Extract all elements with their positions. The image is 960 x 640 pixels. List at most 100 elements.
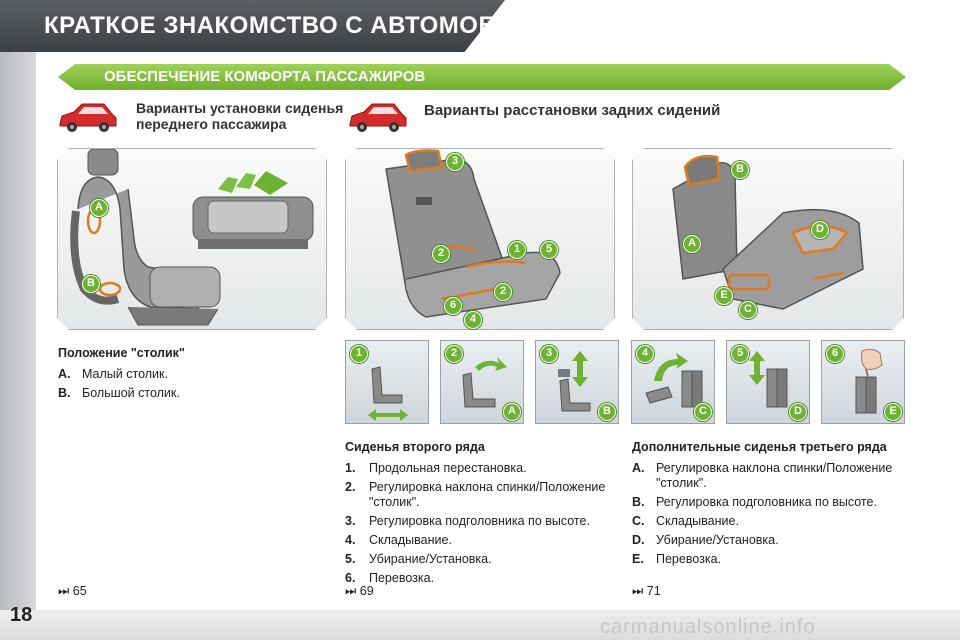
step-5-drawing bbox=[749, 351, 788, 408]
second-row-seat-drawing bbox=[346, 149, 616, 331]
list-item-key: B. bbox=[632, 495, 645, 509]
section-banner-title: ОБЕСПЕЧЕНИЕ КОМФОРТА ПАССАЖИРОВ bbox=[104, 68, 426, 85]
seat-label-b-badge: B bbox=[731, 161, 749, 179]
list-item: 2. Регулировка наклона спинки/Положение … bbox=[345, 480, 617, 510]
book-reference-icon: ⏭ bbox=[345, 584, 357, 598]
list-item-key: 3. bbox=[345, 514, 356, 528]
second-row-description: Сиденья второго ряда 1. Продольная перес… bbox=[345, 440, 617, 590]
step-number-badge: 5 bbox=[731, 345, 749, 363]
front-seat-drawing bbox=[58, 149, 328, 331]
seat-label-4-badge: 4 bbox=[464, 311, 482, 329]
step-thumbnail-5: 5 D bbox=[726, 340, 810, 424]
second-row-seat-illustration: 3 2 1 5 2 6 4 bbox=[345, 148, 615, 330]
seat-label-3-badge: 3 bbox=[446, 153, 464, 171]
list-item-key: 1. bbox=[345, 461, 356, 475]
list-item-key: D. bbox=[632, 533, 645, 547]
seat-label-a-badge: A bbox=[90, 199, 108, 217]
step-letter-badge: C bbox=[694, 403, 712, 421]
list-item-text: Убирание/Установка. bbox=[656, 533, 779, 547]
list-item-text: Убирание/Установка. bbox=[369, 552, 492, 566]
seat-label-c-badge: C bbox=[739, 301, 757, 319]
header-title-background bbox=[0, 0, 505, 52]
step-number-badge: 3 bbox=[540, 345, 558, 363]
step-1-drawing bbox=[368, 366, 408, 421]
left-margin-bar bbox=[0, 52, 36, 640]
step-thumbnail-4: 4 C bbox=[631, 340, 715, 424]
list-item: C. Складывание. bbox=[632, 514, 906, 529]
list-item-text: Большой столик. bbox=[82, 386, 180, 400]
list-item: A. Регулировка наклона спинки/Положение … bbox=[632, 461, 906, 491]
list-item-text: Регулировка наклона спинки/Положение "ст… bbox=[656, 461, 893, 490]
step-letter-badge: B bbox=[598, 403, 616, 421]
step-3-drawing bbox=[558, 351, 591, 412]
step-4-drawing bbox=[645, 353, 703, 408]
watermark: carmanualsonline.info bbox=[600, 616, 816, 638]
step-number-badge: 2 bbox=[445, 345, 463, 363]
front-seat-title-line2: переднего пассажира bbox=[136, 116, 287, 132]
step-thumbnail-6: 6 E bbox=[821, 340, 905, 424]
book-reference-icon: ⏭ bbox=[632, 584, 644, 598]
car-icon bbox=[349, 103, 407, 132]
seat-label-2-badge: 2 bbox=[432, 245, 450, 263]
page-reference-number: 71 bbox=[646, 584, 661, 598]
third-row-seat-drawing bbox=[633, 149, 905, 331]
step-letter-badge: A bbox=[503, 403, 521, 421]
car-icon bbox=[59, 103, 117, 132]
page-number: 18 bbox=[10, 604, 33, 626]
list-item-key: 2. bbox=[345, 480, 356, 494]
list-item-text: Перевозка. bbox=[369, 571, 435, 585]
list-item-text: Малый столик. bbox=[82, 367, 168, 381]
seat-label-b-badge: B bbox=[82, 275, 100, 293]
step-letter-badge: D bbox=[789, 403, 807, 421]
front-seat-description: Положение "столик" A. Малый столик. B. Б… bbox=[58, 346, 328, 405]
front-seat-title-line1: Варианты установки сиденья bbox=[136, 100, 344, 116]
step-thumbnail-2: 2 A bbox=[440, 340, 524, 424]
seat-label-a-badge: A bbox=[683, 235, 701, 253]
list-item-text: Складывание. bbox=[656, 514, 739, 528]
list-item: 1. Продольная перестановка. bbox=[345, 461, 617, 476]
list-item-key: 4. bbox=[345, 533, 356, 547]
third-row-seat-illustration: B D A E C bbox=[632, 148, 904, 330]
list-item-text: Перевозка. bbox=[656, 552, 722, 566]
page-reference[interactable]: ⏭ 69 bbox=[345, 584, 374, 599]
list-item-key: 5. bbox=[345, 552, 356, 566]
list-item: E. Перевозка. bbox=[632, 552, 906, 567]
front-seat-title: Варианты установки сиденья переднего пас… bbox=[136, 100, 343, 132]
list-item: 5. Убирание/Установка. bbox=[345, 552, 617, 567]
step-number-badge: 6 bbox=[826, 345, 844, 363]
list-item: B. Регулировка подголовника по высоте. bbox=[632, 495, 906, 510]
list-item-text: Регулировка подголовника по высоте. bbox=[656, 495, 877, 509]
list-item-key: C. bbox=[632, 514, 645, 528]
list-item-key: 6. bbox=[345, 571, 356, 585]
step-number-badge: 1 bbox=[350, 345, 368, 363]
page-reference-number: 69 bbox=[359, 584, 374, 598]
list-item-text: Регулировка подголовника по высоте. bbox=[369, 514, 590, 528]
step-thumbnail-1: 1 bbox=[345, 340, 429, 424]
front-seat-heading: Положение "столик" bbox=[58, 346, 185, 360]
third-row-heading: Дополнительные сиденья третьего ряда bbox=[632, 440, 887, 454]
page-content-card bbox=[36, 52, 960, 612]
page-reference[interactable]: ⏭ 65 bbox=[58, 584, 87, 599]
list-item: D. Убирание/Установка. bbox=[632, 533, 906, 548]
list-item: 6. Перевозка. bbox=[345, 571, 617, 586]
list-item: A. Малый столик. bbox=[58, 367, 328, 382]
seat-label-2b-badge: 2 bbox=[494, 283, 512, 301]
step-number-badge: 4 bbox=[636, 345, 654, 363]
step-letter-badge: E bbox=[884, 403, 902, 421]
step-6-drawing bbox=[855, 348, 883, 414]
list-item: 3. Регулировка подголовника по высоте. bbox=[345, 514, 617, 529]
front-seat-illustration: A B bbox=[57, 148, 327, 330]
page-title: КРАТКОЕ ЗНАКОМСТВО С АВТОМОБИЛЕМ bbox=[44, 12, 569, 39]
list-item-key: B. bbox=[58, 386, 71, 400]
list-item-key: E. bbox=[632, 552, 644, 566]
page-reference[interactable]: ⏭ 71 bbox=[632, 584, 661, 599]
list-item-key: A. bbox=[632, 461, 645, 475]
list-item: B. Большой столик. bbox=[58, 386, 328, 401]
seat-label-5-badge: 5 bbox=[540, 241, 558, 259]
third-row-description: Дополнительные сиденья третьего ряда A. … bbox=[632, 440, 906, 571]
seat-label-1-badge: 1 bbox=[508, 241, 526, 259]
step-thumbnail-3: 3 B bbox=[535, 340, 619, 424]
rear-seats-title: Варианты расстановки задних сидений bbox=[424, 102, 721, 119]
list-item-text: Регулировка наклона спинки/Положение "ст… bbox=[369, 480, 606, 509]
seat-label-e-badge: E bbox=[715, 287, 733, 305]
